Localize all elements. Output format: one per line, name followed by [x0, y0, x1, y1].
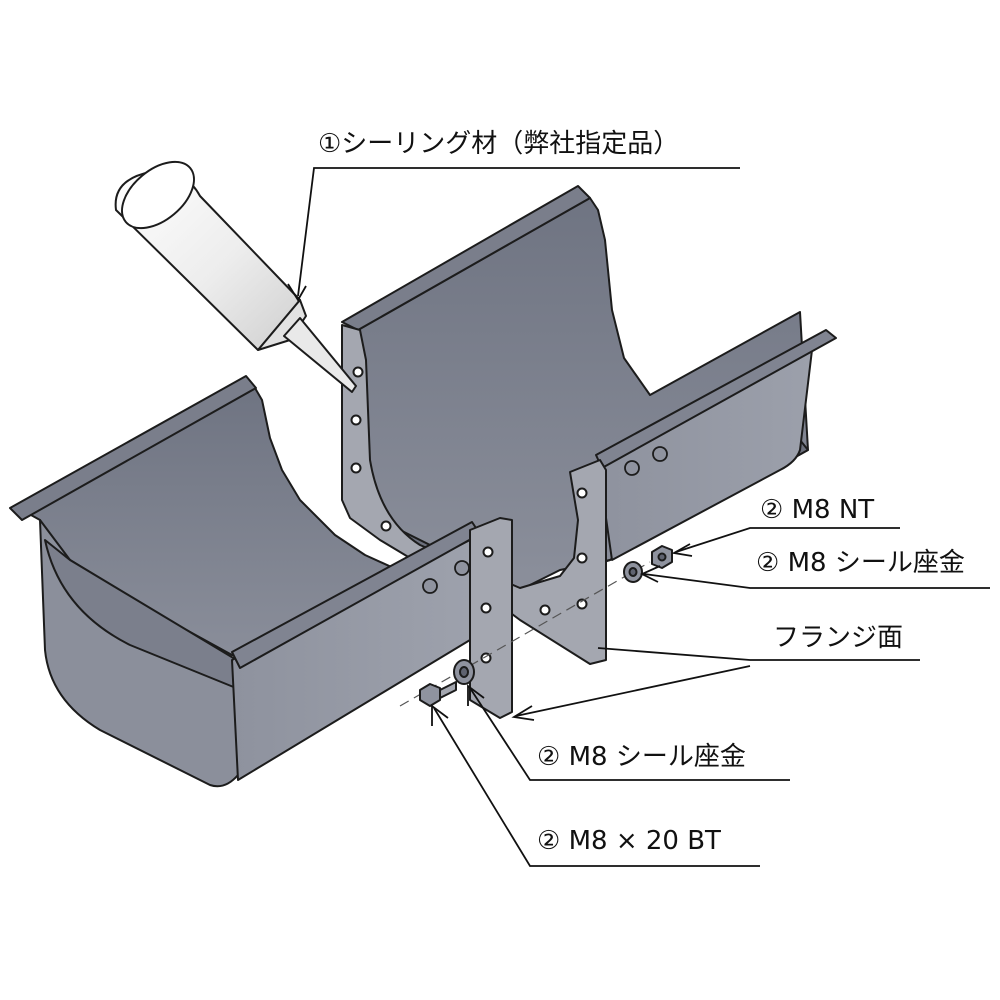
nut-leader: [675, 527, 900, 553]
sealant-tube: [114, 160, 357, 393]
flange-hole: [482, 546, 494, 558]
front-washer: [453, 659, 475, 685]
left-segment-bolts: [422, 560, 470, 594]
washer-front-arrowhead: [467, 684, 485, 706]
nut-label: ② M8 NT: [760, 495, 875, 525]
bolt-leader: [433, 707, 760, 867]
sealant-label: ①シーリング材（弊社指定品）: [318, 129, 680, 159]
flange-hole: [576, 552, 588, 564]
flange-leader-right: [597, 647, 920, 661]
bolt-arrowhead: [431, 704, 449, 726]
back-nuts: [624, 446, 668, 476]
bolt-axis-line: [399, 561, 651, 707]
sealant-arrowhead: [287, 283, 307, 302]
left-flange-plate: [469, 517, 513, 719]
washer-front-label: ② M8 シール座金: [537, 742, 746, 772]
sealant-leader: [297, 167, 740, 297]
sealant-tube-shoulder: [257, 299, 307, 351]
flange-hole: [380, 520, 392, 532]
flange-hole: [576, 598, 588, 610]
nut-arrowhead: [671, 543, 693, 557]
back-washer: [623, 561, 643, 583]
right-gutter-front-wall: [597, 335, 829, 561]
flange-hole: [350, 414, 362, 426]
flange-hole: [352, 366, 364, 378]
right-gutter-segment: [341, 185, 837, 591]
bolt: [419, 681, 457, 707]
flange-hole: [350, 462, 362, 474]
washer-back-leader: [643, 573, 990, 589]
sealant-nozzle: [283, 317, 357, 393]
flange-hole: [539, 604, 551, 616]
flange-label: フランジ面: [773, 623, 904, 653]
left-gutter-segment: [9, 375, 491, 788]
right-flange-plate: [341, 324, 607, 665]
nut: [651, 545, 673, 569]
washer-front-leader: [469, 687, 790, 781]
flange-hole: [480, 602, 492, 614]
left-gutter-back-lip: [9, 375, 257, 521]
washer-back-label: ② M8 シール座金: [756, 548, 965, 578]
washer-back-arrowhead: [639, 565, 661, 583]
bolt-label: ② M8 × 20 BT: [537, 826, 721, 856]
leader-lines: [287, 167, 990, 867]
flange-hole: [576, 487, 588, 499]
flange-arrowhead: [511, 705, 535, 721]
flange-leader-left: [515, 665, 751, 717]
left-gutter-floor: [44, 539, 241, 689]
